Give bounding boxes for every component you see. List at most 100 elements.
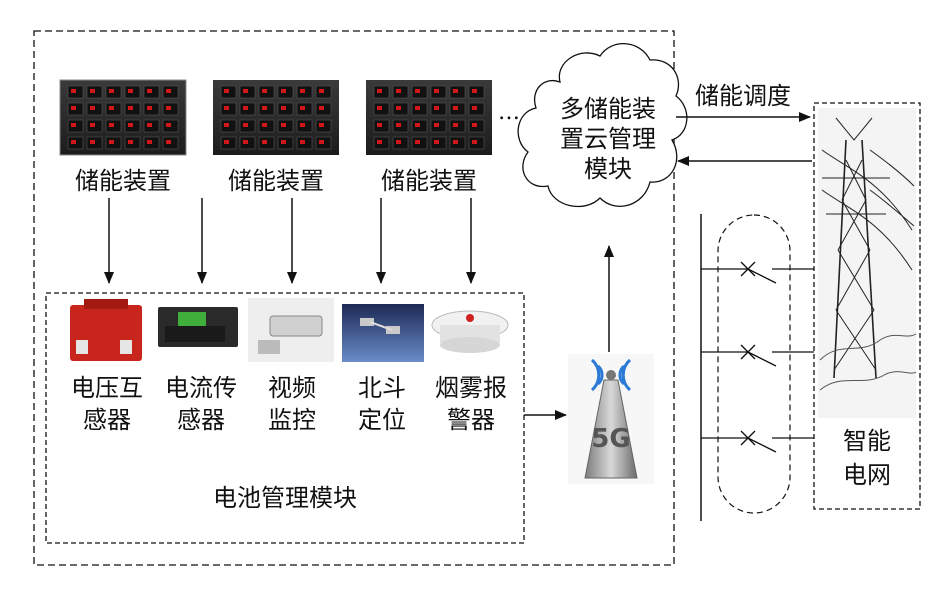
battery-indicator bbox=[377, 140, 382, 144]
battery-indicator bbox=[472, 123, 477, 127]
battery-indicator bbox=[262, 123, 267, 127]
surveillance-camera-image bbox=[248, 298, 334, 362]
battery-indicator bbox=[71, 140, 76, 144]
battery-indicator bbox=[166, 89, 171, 93]
battery-indicator bbox=[319, 106, 324, 110]
battery-indicator bbox=[262, 140, 267, 144]
battery-indicator bbox=[243, 89, 248, 93]
battery-indicator bbox=[90, 106, 95, 110]
battery-indicator bbox=[128, 140, 133, 144]
battery-indicator bbox=[281, 106, 286, 110]
battery-indicator bbox=[90, 89, 95, 93]
battery-indicator bbox=[319, 140, 324, 144]
storage-device-label-1: 储能装置 bbox=[75, 167, 171, 195]
battery-indicator bbox=[166, 106, 171, 110]
battery-indicator bbox=[377, 123, 382, 127]
battery-indicator bbox=[243, 140, 248, 144]
battery-indicator bbox=[90, 123, 95, 127]
battery-indicator bbox=[472, 106, 477, 110]
power-tower-image bbox=[818, 108, 917, 418]
battery-indicator bbox=[396, 106, 401, 110]
storage-device-label-2: 储能装置 bbox=[228, 167, 324, 195]
switch-group-boundary bbox=[717, 214, 791, 514]
voltage-line-1: 电压互 bbox=[71, 374, 143, 402]
battery-indicator bbox=[415, 106, 420, 110]
battery-indicator bbox=[71, 123, 76, 127]
battery-indicator bbox=[300, 123, 305, 127]
battery-indicator bbox=[472, 89, 477, 93]
battery-indicator bbox=[434, 89, 439, 93]
smoke-line-1: 烟雾报 bbox=[435, 374, 507, 402]
battery-indicator bbox=[109, 89, 114, 93]
current-sensor-image bbox=[158, 307, 238, 347]
battery-indicator bbox=[453, 106, 458, 110]
battery-indicator bbox=[319, 89, 324, 93]
satellite-image bbox=[342, 304, 424, 362]
battery-indicator bbox=[319, 123, 324, 127]
cloud-line-1: 多储能装 bbox=[560, 95, 656, 123]
voltage-line-2: 感器 bbox=[83, 406, 131, 434]
battery-indicator bbox=[377, 89, 382, 93]
switch-2 bbox=[701, 344, 814, 367]
smart-grid-boundary bbox=[813, 102, 921, 510]
battery-indicator bbox=[396, 89, 401, 93]
voltage-transformer-image bbox=[70, 299, 142, 361]
5g-label: 5G bbox=[591, 424, 631, 454]
storage-device-label-3: 储能装置 bbox=[381, 167, 477, 195]
battery-indicator bbox=[300, 106, 305, 110]
switch-1 bbox=[701, 261, 814, 284]
dispatch-label: 储能调度 bbox=[695, 82, 791, 110]
video-line-2: 监控 bbox=[268, 406, 316, 434]
current-sensor-label: 电流传 感器 bbox=[156, 375, 246, 433]
current-line-1: 电流传 bbox=[165, 374, 237, 402]
beidou-line-1: 北斗 bbox=[358, 374, 406, 402]
battery-indicator bbox=[281, 89, 286, 93]
battery-indicator bbox=[434, 106, 439, 110]
switch-3 bbox=[701, 430, 814, 453]
battery-indicator bbox=[281, 140, 286, 144]
battery-indicator bbox=[434, 123, 439, 127]
battery-indicator bbox=[396, 140, 401, 144]
battery-indicator bbox=[90, 140, 95, 144]
battery-indicator bbox=[262, 89, 267, 93]
cloud-shape bbox=[517, 43, 688, 208]
battery-indicator bbox=[71, 89, 76, 93]
battery-indicator bbox=[147, 106, 152, 110]
battery-indicator bbox=[224, 89, 229, 93]
battery-indicator bbox=[71, 106, 76, 110]
battery-indicator bbox=[243, 123, 248, 127]
battery-indicator bbox=[224, 140, 229, 144]
cloud-line-3: 模块 bbox=[584, 155, 632, 183]
battery-indicator bbox=[434, 140, 439, 144]
battery-indicator bbox=[109, 140, 114, 144]
smoke-detector-image bbox=[431, 310, 509, 353]
smart-grid-label: 智能 电网 bbox=[814, 428, 920, 488]
battery-indicator bbox=[128, 106, 133, 110]
battery-indicator bbox=[147, 89, 152, 93]
smart-grid-line-1: 智能 bbox=[843, 427, 891, 455]
system-boundary bbox=[33, 30, 675, 566]
smoke-alarm-label: 烟雾报 警器 bbox=[424, 375, 518, 433]
battery-indicator bbox=[396, 123, 401, 127]
battery-indicator bbox=[224, 106, 229, 110]
battery-indicator bbox=[453, 89, 458, 93]
battery-indicator bbox=[147, 123, 152, 127]
battery-indicator bbox=[300, 89, 305, 93]
5g-tower-image bbox=[568, 354, 654, 484]
video-line-1: 视频 bbox=[268, 374, 316, 402]
battery-indicator bbox=[281, 123, 286, 127]
battery-indicator bbox=[109, 123, 114, 127]
battery-indicator bbox=[224, 123, 229, 127]
bms-title: 电池管理模块 bbox=[213, 484, 357, 512]
battery-indicator bbox=[109, 106, 114, 110]
battery-indicator bbox=[453, 140, 458, 144]
battery-indicator bbox=[377, 106, 382, 110]
battery-indicator bbox=[128, 123, 133, 127]
video-monitor-label: 视频 监控 bbox=[250, 375, 334, 433]
cloud-module-label: 多储能装 置云管理 模块 bbox=[538, 94, 678, 184]
smoke-line-2: 警器 bbox=[447, 406, 495, 434]
battery-indicator bbox=[147, 140, 152, 144]
battery-indicator bbox=[128, 89, 133, 93]
battery-indicator bbox=[472, 140, 477, 144]
beidou-label: 北斗 定位 bbox=[340, 375, 424, 433]
